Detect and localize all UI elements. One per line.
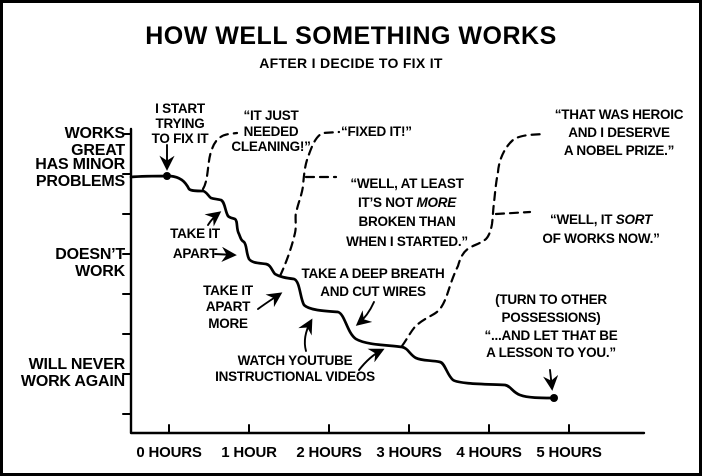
arrow-take-apart-right <box>215 246 237 262</box>
annotation-watch-youtube: WATCH YOUTUBE INSTRUCTIONAL VIDEOS <box>215 353 375 385</box>
y-tick-label-will-never-work-again: WILL NEVER WORK AGAIN <box>20 356 125 390</box>
annotation-text-part: “WELL, IT <box>549 211 616 227</box>
y-tick-label-doesnt-work: DOESN’T WORK <box>55 246 125 280</box>
annotation-start-fixing: I START TRYING TO FIX IT <box>151 101 209 147</box>
x-tick-label-2-hours: 2 HOURS <box>296 444 362 461</box>
annotation-emphasis-sort: SORT <box>615 211 653 227</box>
annotation-take-apart-more: TAKE IT APART MORE <box>203 283 253 331</box>
annotation-text-part: OF WORKS NOW.” <box>542 230 660 246</box>
y-tick-label-has-minor-problems: HAS MINOR PROBLEMS <box>35 156 125 190</box>
arrow-take-apart-more <box>258 292 283 309</box>
arrow-lesson <box>543 370 559 391</box>
dashed-curve-heroic <box>402 134 544 346</box>
annotation-text-part: “WELL, AT LEAST IT’S NOT <box>350 176 464 211</box>
start-point-dot <box>163 172 171 180</box>
arrow-take-apart-up <box>204 211 222 227</box>
annotation-text-part: BROKEN THAN WHEN I STARTED.” <box>346 214 468 249</box>
arrow-youtube-right <box>359 348 385 370</box>
x-tick-label-3-hours: 3 HOURS <box>376 444 442 461</box>
annotation-deep-breath-cut-wires: TAKE A DEEP BREATH AND CUT WIRES <box>301 266 445 299</box>
x-tick-label-5-hours: 5 HOURS <box>536 444 602 461</box>
solid-actual-curve <box>131 176 552 398</box>
chart-subtitle: AFTER I DECIDE TO FIX IT <box>259 55 443 71</box>
arrow-cut-wires <box>355 302 374 326</box>
x-axis-ticks <box>169 425 569 433</box>
dashed-curve-fixed-it <box>280 132 339 276</box>
y-axis-ticks <box>123 134 131 414</box>
annotation-sort-of-works: “WELL, IT SORT OF WORKS NOW.” <box>530 192 672 249</box>
annotation-lesson-to-you: (TURN TO OTHER POSSESSIONS) “...AND LET … <box>484 292 618 361</box>
axes-lines <box>131 129 644 433</box>
dashed-curve-cleaning <box>203 133 237 189</box>
chart-title: HOW WELL SOMETHING WORKS <box>145 22 557 50</box>
end-point-dot <box>550 394 558 402</box>
annotation-heroic-nobel: “THAT WAS HEROIC AND I DESERVE A NOBEL P… <box>554 107 684 159</box>
annotation-take-apart: TAKE IT APART <box>170 226 220 262</box>
chart-canvas <box>3 3 702 476</box>
y-tick-label-works-great: WORKS GREAT <box>64 125 126 159</box>
dashed-branch-sort-of-works <box>496 212 530 214</box>
x-tick-label-1-hour: 1 HOUR <box>221 444 277 461</box>
annotation-needed-cleaning: “IT JUST NEEDED CLEANING!” <box>231 108 311 155</box>
annotation-not-more-broken: “WELL, AT LEAST IT’S NOT MORE BROKEN THA… <box>336 155 478 251</box>
x-tick-label-0-hours: 0 HOURS <box>136 444 202 461</box>
arrow-youtube-left <box>298 318 313 351</box>
x-tick-label-4-hours: 4 HOURS <box>456 444 522 461</box>
annotation-emphasis-more: MORE <box>416 195 457 211</box>
annotation-fixed-it: “FIXED IT!” <box>341 124 412 139</box>
